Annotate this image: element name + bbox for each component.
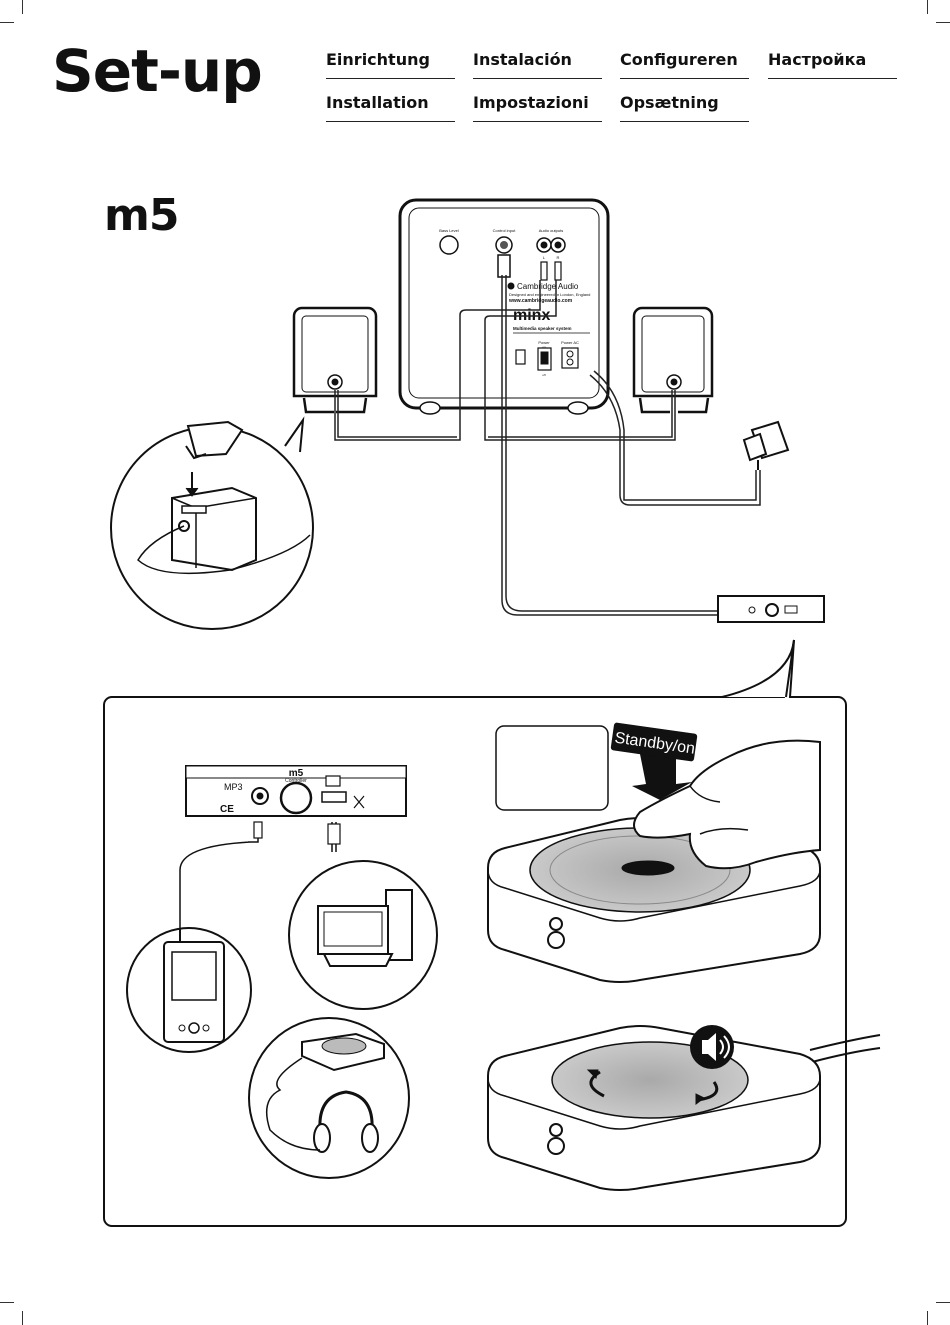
divider — [473, 78, 602, 79]
divider — [473, 121, 602, 122]
lang-heading: Настройка — [768, 50, 867, 69]
mp3-label: MP3 — [224, 782, 243, 792]
computer-icon — [288, 860, 438, 1010]
divider — [620, 78, 749, 79]
subwoofer: Bass Level Control input Audio outputs L… — [398, 198, 610, 415]
controller-name: Controller — [285, 778, 307, 784]
controller-knob — [279, 781, 313, 815]
svg-text:R: R — [557, 255, 560, 260]
svg-text:L: L — [543, 255, 546, 260]
lang-heading: Installation — [326, 93, 429, 112]
svg-text:Multimedia speaker system: Multimedia speaker system — [513, 326, 572, 331]
lang-heading: Configureren — [620, 50, 738, 69]
bass-level-label: Bass Level — [439, 228, 459, 233]
divider — [768, 78, 897, 79]
svg-text:Power: Power — [538, 340, 550, 345]
svg-text:off: off — [542, 373, 545, 377]
volume-icon — [690, 1025, 734, 1069]
divider — [326, 78, 455, 79]
lang-heading: Instalación — [473, 50, 572, 69]
svg-text:on: on — [542, 345, 546, 349]
cables — [334, 275, 761, 616]
power-plug-icon — [742, 420, 790, 470]
lang-heading: Opsætning — [620, 93, 719, 112]
divider — [620, 121, 749, 122]
audio-outputs-label: Audio outputs — [539, 228, 563, 233]
svg-text:Power AC: Power AC — [561, 340, 579, 345]
divider — [326, 121, 455, 122]
model-logo: m5 — [104, 190, 179, 241]
hand-icon — [633, 739, 821, 870]
speaker-left — [292, 306, 378, 414]
lang-heading: Impostazioni — [473, 93, 589, 112]
headphones-icon — [248, 1017, 410, 1179]
crop-mark — [936, 1302, 950, 1303]
controller-small — [717, 595, 825, 623]
control-input-label: Control input — [493, 228, 517, 233]
ce-mark: CE — [220, 804, 234, 815]
mp3-player-icon — [126, 927, 252, 1053]
usb-icon — [321, 791, 347, 803]
crop-mark — [22, 1311, 23, 1325]
crop-mark — [927, 0, 928, 14]
display-box — [495, 725, 609, 811]
page-title: Set-up — [52, 37, 263, 105]
crop-mark — [0, 1302, 14, 1303]
controller-brand: m5 — [289, 768, 304, 779]
speaker-callout — [110, 416, 319, 630]
svg-text:Designed and engineered in Lon: Designed and engineered in London, Engla… — [509, 292, 590, 297]
crop-mark — [936, 22, 950, 23]
crop-mark — [927, 1311, 928, 1325]
brand-label: Cambridge Audio — [517, 282, 579, 291]
speaker-right — [632, 306, 714, 414]
controller-rear: MP3 m5 Controller CE — [179, 765, 407, 930]
crop-mark — [0, 22, 14, 23]
bass-level-knob — [439, 235, 459, 255]
crop-mark — [22, 0, 23, 14]
lang-heading: Einrichtung — [326, 50, 430, 69]
